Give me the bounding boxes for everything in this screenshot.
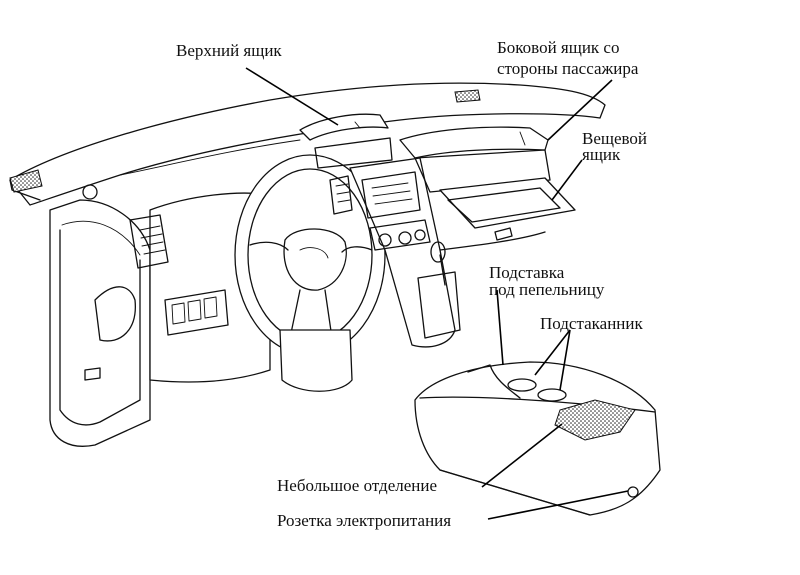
glove-box-label-line2: ящик xyxy=(582,145,621,164)
center-console xyxy=(329,157,461,348)
cup-holder-label: Подстаканник xyxy=(540,314,643,333)
upper-box-label: Верхний ящик xyxy=(176,41,282,60)
dashboard-top xyxy=(9,82,606,206)
side-box-label-line1: Боковой ящик со xyxy=(497,38,620,57)
floor-console xyxy=(414,361,661,516)
leader-lines xyxy=(245,67,629,520)
passenger-side-boxes xyxy=(399,126,576,251)
glove-box-label-line1: Вещевой xyxy=(582,129,648,148)
upper-box xyxy=(299,113,393,169)
power-socket-label: Розетка электропитания xyxy=(277,511,452,530)
ashtray-stand-label-line1: Подставка xyxy=(489,263,565,282)
ashtray-stand-label-line2: под пепельницу xyxy=(489,280,605,299)
dashboard-left-panel xyxy=(49,184,151,447)
side-box-label-line2: стороны пассажира xyxy=(497,59,639,78)
small-compartment-label: Небольшое отделение xyxy=(277,476,438,495)
steering-wheel xyxy=(234,154,386,392)
